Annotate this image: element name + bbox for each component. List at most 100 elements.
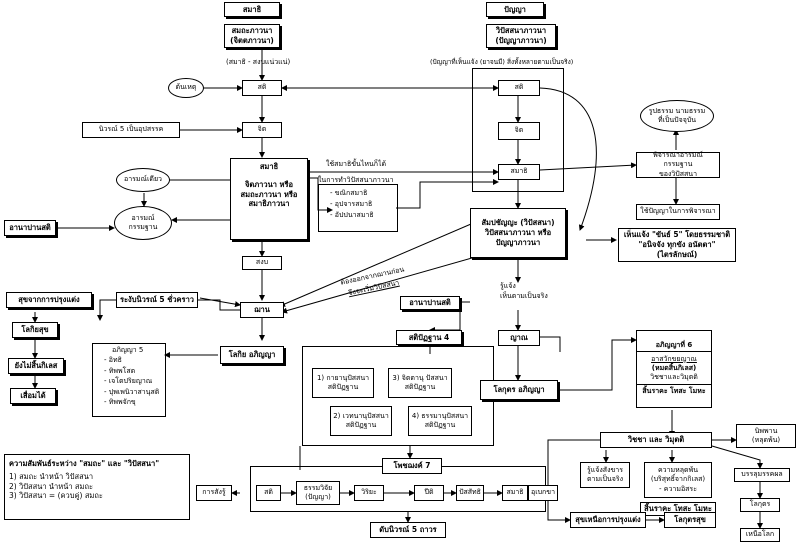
samadhi-main-node: สมาธิ จิตภาวนา หรือ สมถะภาวนา หรือ สมาธิ… bbox=[230, 158, 308, 240]
ru-jaeng-sang-line2: ตามเป็นจริง bbox=[587, 475, 623, 483]
chain-samadhi-label: สมาธิ bbox=[506, 488, 524, 497]
lokutara-right-label: โลกุตร bbox=[749, 500, 771, 509]
jit-left-label: จิต bbox=[257, 125, 267, 134]
lokiya-panya-label: โลกิย อภิญญา bbox=[228, 350, 276, 360]
arom-diao-node: อารมณ์เดียว bbox=[116, 168, 170, 192]
sp4-line2: สติปัฏฐาน bbox=[424, 421, 456, 429]
chain-piti: ปีติ bbox=[414, 485, 444, 501]
sangob-node: สงบ bbox=[242, 256, 282, 270]
head-samatha: สมถะภาวนา (จิตตภาวนา) bbox=[224, 24, 280, 48]
abhinna6-title: อภิญญาที่ 6 bbox=[637, 340, 711, 352]
abhinna5-item: - อิทธิ bbox=[104, 356, 122, 364]
sp2-line1: 2) เวทนานุปัสสนา bbox=[333, 411, 389, 420]
ru-jaeng-sang-node: รู้แจ้งสังขาร ตามเป็นจริง bbox=[580, 462, 630, 488]
satipatthana-2: 2) เวทนานุปัสสนา สติปัฏฐาน bbox=[330, 406, 392, 436]
hen-jaeng-node: เห็นแจ้ง "ขันธ์ 5" โดยธรรมชาติ "อนิจจัง … bbox=[618, 228, 736, 262]
sampa-line1: สัมปชัญญะ (วิปัสสนา) bbox=[481, 218, 555, 228]
sukh-right-node: สุขเหนือการปรุงแต่ง bbox=[570, 512, 646, 528]
abhinna5-list: - อิทธิ - ทิพพโสต - เจโตปริยญาณ - ปุพเพน… bbox=[104, 355, 159, 408]
head-samadhi: สมาธิ bbox=[224, 2, 280, 17]
satipatthana-3: 3) จิตตานุ ปัสสนา สติปัฏฐาน bbox=[388, 368, 452, 398]
abhinna5-item: - ทิพพโสต bbox=[104, 366, 136, 375]
chan-node: ฌาน bbox=[240, 302, 284, 318]
tanhet-node: ต้นเหตุ bbox=[168, 78, 204, 98]
anapana-right-node: อานาปานสติ bbox=[400, 296, 460, 310]
arom-kam-line1: อารมณ์ bbox=[131, 213, 155, 222]
chain-dhamma-label: ธรรมวิจัย (ปัญญา) bbox=[303, 483, 333, 501]
tanhet-label: ต้นเหตุ bbox=[175, 83, 197, 92]
sukh-left-label: สุขจากการปรุงแต่ง bbox=[18, 295, 80, 305]
kwam-lud-line1: ความหลุดพ้น bbox=[657, 466, 698, 475]
arom-diao-label: อารมณ์เดียว bbox=[124, 175, 162, 184]
head-vipassana-label: วิปัสสนาภาวนา bbox=[495, 26, 547, 36]
sati-left-node: สติ bbox=[242, 80, 282, 96]
rupa-nama-node: รูปธรรม นามธรรม ที่เป็นปัจจุบัน bbox=[640, 100, 714, 132]
chain-viriya: วิริยะ bbox=[354, 485, 384, 501]
pija-line2: ของวิปัสสนา bbox=[658, 169, 698, 178]
abhinna5-item: - เจโตปริยญาณ bbox=[104, 377, 153, 385]
samadhi-kind-item: - ขณิกสมาธิ bbox=[330, 189, 368, 197]
chan-label: ฌาน bbox=[254, 305, 270, 315]
sin-rak2-label: สิ้นราคะ โทสะ โมหะ bbox=[644, 504, 712, 514]
nyan-node: ญาณ bbox=[498, 330, 540, 346]
sampachanya-node: สัมปชัญญะ (วิปัสสนา) วิปัสสนาภาวนา หรือ … bbox=[470, 208, 566, 258]
abhinna6-sin-rak: สิ้นราคะ โทสะ โมหะ bbox=[642, 387, 706, 396]
relation-title: ความสัมพันธ์ระหว่าง "สมถะ" และ "วิปัสสนา… bbox=[9, 459, 160, 468]
chain-sati: สติ bbox=[256, 485, 281, 501]
abhinna5-frame bbox=[92, 343, 166, 417]
dap-nivarana-label: ดับนิวรณ์ 5 ถาวร bbox=[379, 525, 437, 535]
arom-kammathana-node: อารมณ์ กรรมฐาน bbox=[114, 206, 172, 240]
relation-box: ความสัมพันธ์ระหว่าง "สมถะ" และ "วิปัสสนา… bbox=[4, 454, 190, 520]
nibbana-line2: (หลุดพ้น) bbox=[751, 436, 781, 444]
sampa-line3: ปัญญาภาวนา bbox=[495, 237, 541, 247]
kwam-lud-line3: - ความอิสระ bbox=[659, 484, 697, 493]
jit-right-node: จิต bbox=[498, 122, 540, 140]
use-samadhi-line1: ใช้สมาธิขั้นไหนก็ได้ bbox=[326, 160, 387, 168]
relation-item: 1) สมถะ นำหน้า วิปัสสนา bbox=[9, 471, 94, 481]
kwam-lud-line2: (บริสุทธิ์จากกิเลส) bbox=[650, 475, 706, 484]
lokiya-sukh-label: โลกิยสุข bbox=[21, 325, 49, 335]
lokutara-right-node: โลกุตร bbox=[740, 498, 780, 512]
head-samatha-sub: (จิตตภาวนา) bbox=[230, 36, 274, 45]
satipatthana-label: สติปัฏฐาน 4 bbox=[408, 332, 450, 342]
head-vipassana: วิปัสสนาภาวนา (ปัญญาภาวนา) bbox=[486, 24, 556, 48]
rupa-nama-line2: ที่เป็นปัจจุบัน bbox=[657, 116, 697, 124]
lokutara-panya-node: โลกุตร อภิญญา bbox=[480, 380, 558, 400]
satipatthana-1: 1) กายานุปัสสนา สติปัฏฐาน bbox=[312, 368, 374, 398]
anapana-left-node: อานาปานสติ bbox=[4, 220, 56, 236]
samadhi-main-title: สมาธิ bbox=[259, 162, 279, 171]
ru-jaeng-line1: รู้แจ้ง bbox=[500, 282, 516, 290]
nibbana-line1: นิพพาน bbox=[754, 426, 778, 435]
samadhi-kind-item: - อัปปนาสมาธิ bbox=[330, 210, 374, 219]
samadhi-right-node: สมาธิ bbox=[498, 164, 540, 180]
nivarana-node: นิวรณ์ 5 เป็นอุปสรรค bbox=[82, 122, 180, 138]
dap-nivarana-node: ดับนิวรณ์ 5 ถาวร bbox=[370, 522, 446, 538]
abhinna6-asava: อาสวักขยญาณ bbox=[651, 354, 697, 363]
banlu-node: บรรลุมรรคผล bbox=[734, 468, 790, 482]
nivarana-label: นิวรณ์ 5 เป็นอุปสรรค bbox=[98, 125, 164, 134]
satipatthana-node: สติปัฏฐาน 4 bbox=[396, 330, 462, 345]
lokiya-sukh-node: โลกิยสุข bbox=[12, 322, 58, 338]
hen-jaeng-line3: (ไตรลักษณ์) bbox=[656, 249, 698, 259]
lokutara-sukh-label: โลกุตรสุข bbox=[674, 515, 706, 525]
hen-jaeng-line1: เห็นแจ้ง "ขันธ์ 5" โดยธรรมชาติ bbox=[623, 230, 731, 240]
nuea-lok-node: เหนือโลก bbox=[740, 528, 780, 542]
chain-upekkha: อุเบกขา bbox=[528, 485, 558, 501]
nuea-lok-label: เหนือโลก bbox=[745, 530, 775, 539]
jit-right-label: จิต bbox=[514, 126, 524, 135]
rupa-nama-line1: รูปธรรม นามธรรม bbox=[648, 106, 706, 115]
head-vipassana-sub: (ปัญญาภาวนา) bbox=[495, 36, 547, 45]
relation-item: 2) วิปัสสนา นำหน้า สมถะ bbox=[9, 481, 94, 491]
sp1-line2: สติปัฏฐาน bbox=[327, 383, 359, 391]
ru-jaeng-line2: เห็นตามเป็นจริง bbox=[500, 292, 548, 300]
pija-node: พิจารณาอารมณ์กรรมฐาน ของวิปัสสนา bbox=[636, 151, 720, 178]
use-samadhi-line2: ในการทำวิปัสสนาภาวนา bbox=[318, 176, 394, 184]
rangab-node: ระงับนิวรณ์ 5 ชั่วคราว bbox=[116, 292, 198, 308]
sp4-line1: 4) ธรรมานุปัสสนา bbox=[411, 411, 469, 420]
samadhi-right-label: สมาธิ bbox=[510, 167, 528, 176]
chain-samadhi: สมาธิ bbox=[502, 485, 528, 501]
chain-dhamma: ธรรมวิจัย (ปัญญา) bbox=[296, 481, 340, 505]
hen-jaeng-line2: "อนิจจัง ทุกขัง อนัตตา" bbox=[638, 240, 716, 250]
lokiya-panya-node: โลกิย อภิญญา bbox=[220, 346, 284, 364]
